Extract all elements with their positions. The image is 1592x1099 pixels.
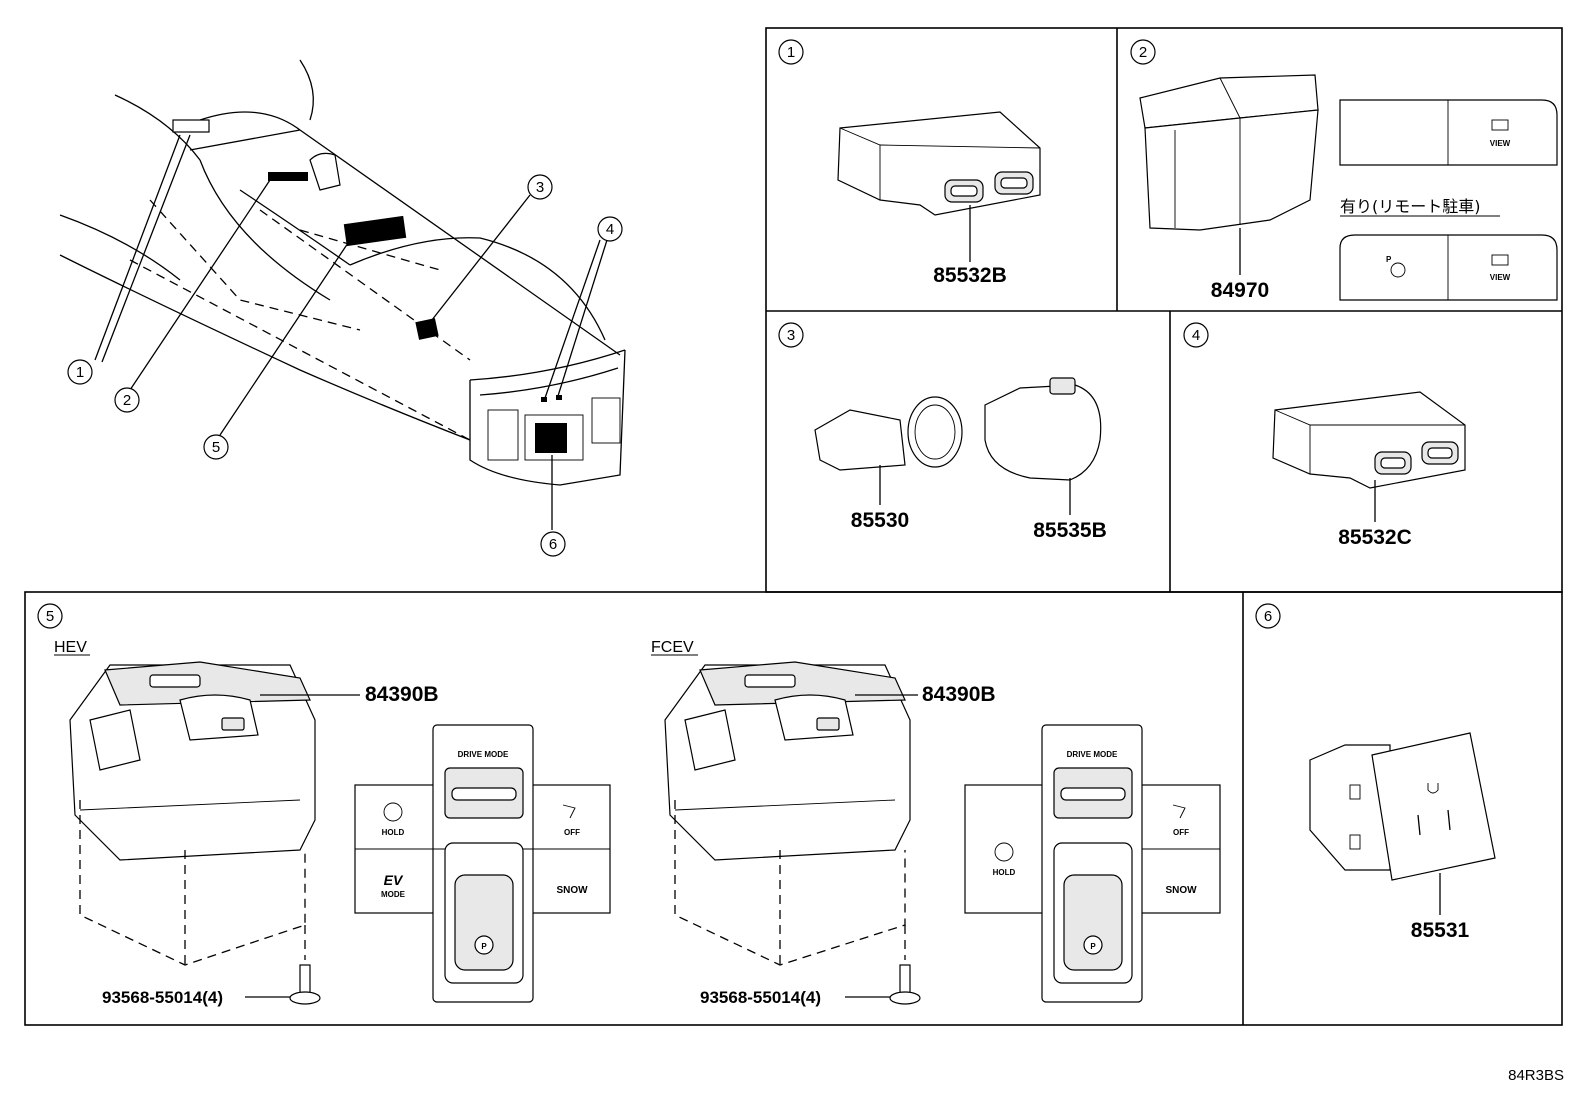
switch-module-drawing [1139, 74, 1319, 275]
svg-text:2: 2 [123, 392, 131, 409]
hev-shifter-module-drawing [69, 661, 360, 861]
overview-callouts: 1 2 3 4 5 6 [67, 174, 623, 557]
panel-6-callout: 6 [1264, 608, 1272, 625]
fcev-screw-part-number: 93568-55014(4) [700, 988, 821, 1007]
hev-screw-drawing [245, 964, 321, 1005]
svg-text:3: 3 [536, 179, 544, 196]
part-number-84970: 84970 [1211, 279, 1269, 302]
usb-module-drawing-2 [1272, 391, 1466, 522]
fcev-off-label: OFF [1173, 828, 1189, 837]
panel-5-callout: 5 [46, 608, 54, 625]
hev-off-label: OFF [564, 828, 580, 837]
hev-mode-label: MODE [381, 890, 406, 899]
svg-text:4: 4 [606, 221, 614, 238]
callout-5: 5 [203, 434, 229, 460]
fcev-label: FCEV [651, 639, 694, 656]
part-number-85530: 85530 [851, 509, 909, 532]
socket-85530-drawing [814, 396, 963, 505]
svg-text:1: 1 [76, 364, 84, 381]
park-p-label: P [1386, 255, 1392, 264]
part-number-85535B: 85535B [1033, 519, 1107, 542]
panel-4-callout: 4 [1192, 327, 1200, 344]
button-layout-remote-parking: P VIEW [1339, 234, 1558, 301]
svg-text:5: 5 [212, 439, 220, 456]
panel-1: 1 85532B [778, 39, 1041, 287]
hev-hold-label: HOLD [382, 828, 405, 837]
hev-ev-label: EV [384, 872, 404, 888]
panel-2: 2 84970 VIEW 有り(リモート駐車) P VIEW [1130, 39, 1558, 302]
hev-snow-label: SNOW [556, 885, 588, 896]
view-label-2: VIEW [1490, 273, 1511, 282]
view-label: VIEW [1490, 139, 1511, 148]
hev-park-label: P [481, 942, 487, 951]
callout-1: 1 [67, 359, 93, 385]
panel-1-callout: 1 [787, 44, 795, 61]
fcev-park-label: P [1090, 942, 1096, 951]
fcev-snow-label: SNOW [1165, 885, 1197, 896]
panel-6: 6 85531 [1255, 603, 1496, 942]
hev-drive-mode-label: DRIVE MODE [458, 750, 509, 759]
ac-outlet-drawing [1309, 732, 1496, 915]
usb-module-drawing [837, 111, 1041, 262]
callout-2: 2 [114, 387, 140, 413]
fcev-drive-mode-label: DRIVE MODE [1067, 750, 1118, 759]
hev-screw-part-number: 93568-55014(4) [102, 988, 223, 1007]
svg-text:6: 6 [549, 536, 557, 553]
panel-frames [24, 27, 1563, 1026]
part-number-85532B: 85532B [933, 264, 1007, 287]
console-overview [59, 59, 626, 530]
fcev-screw-drawing [845, 964, 921, 1005]
panel-5: 5 HEV 84390B 93568-55014(4) [37, 603, 1221, 1007]
diagram-code: 84R3BS [1508, 1067, 1564, 1084]
fcev-shifter-module-drawing [664, 661, 918, 861]
fcev-part-number: 84390B [922, 683, 996, 706]
hev-switch-panel: DRIVE MODE HOLD OFF EV MODE SNOW P [354, 724, 611, 1003]
socket-cap-85535B-drawing [984, 377, 1102, 515]
callout-4: 4 [597, 216, 623, 242]
hev-part-number: 84390B [365, 683, 439, 706]
fcev-hold-label: HOLD [993, 868, 1016, 877]
part-number-85531: 85531 [1411, 919, 1470, 942]
hev-label: HEV [54, 639, 87, 656]
panel-4: 4 85532C [1183, 322, 1466, 549]
panel-2-callout: 2 [1139, 44, 1147, 61]
callout-3: 3 [527, 174, 553, 200]
panel-3: 3 85530 85535B [778, 322, 1107, 542]
callout-6: 6 [540, 531, 566, 557]
panel-3-callout: 3 [787, 327, 795, 344]
button-layout-standard: VIEW [1339, 99, 1558, 166]
part-number-85532C: 85532C [1338, 526, 1412, 549]
remote-parking-label: 有り(リモート駐車) [1340, 197, 1481, 216]
fcev-switch-panel: DRIVE MODE HOLD OFF SNOW P [964, 724, 1221, 1003]
